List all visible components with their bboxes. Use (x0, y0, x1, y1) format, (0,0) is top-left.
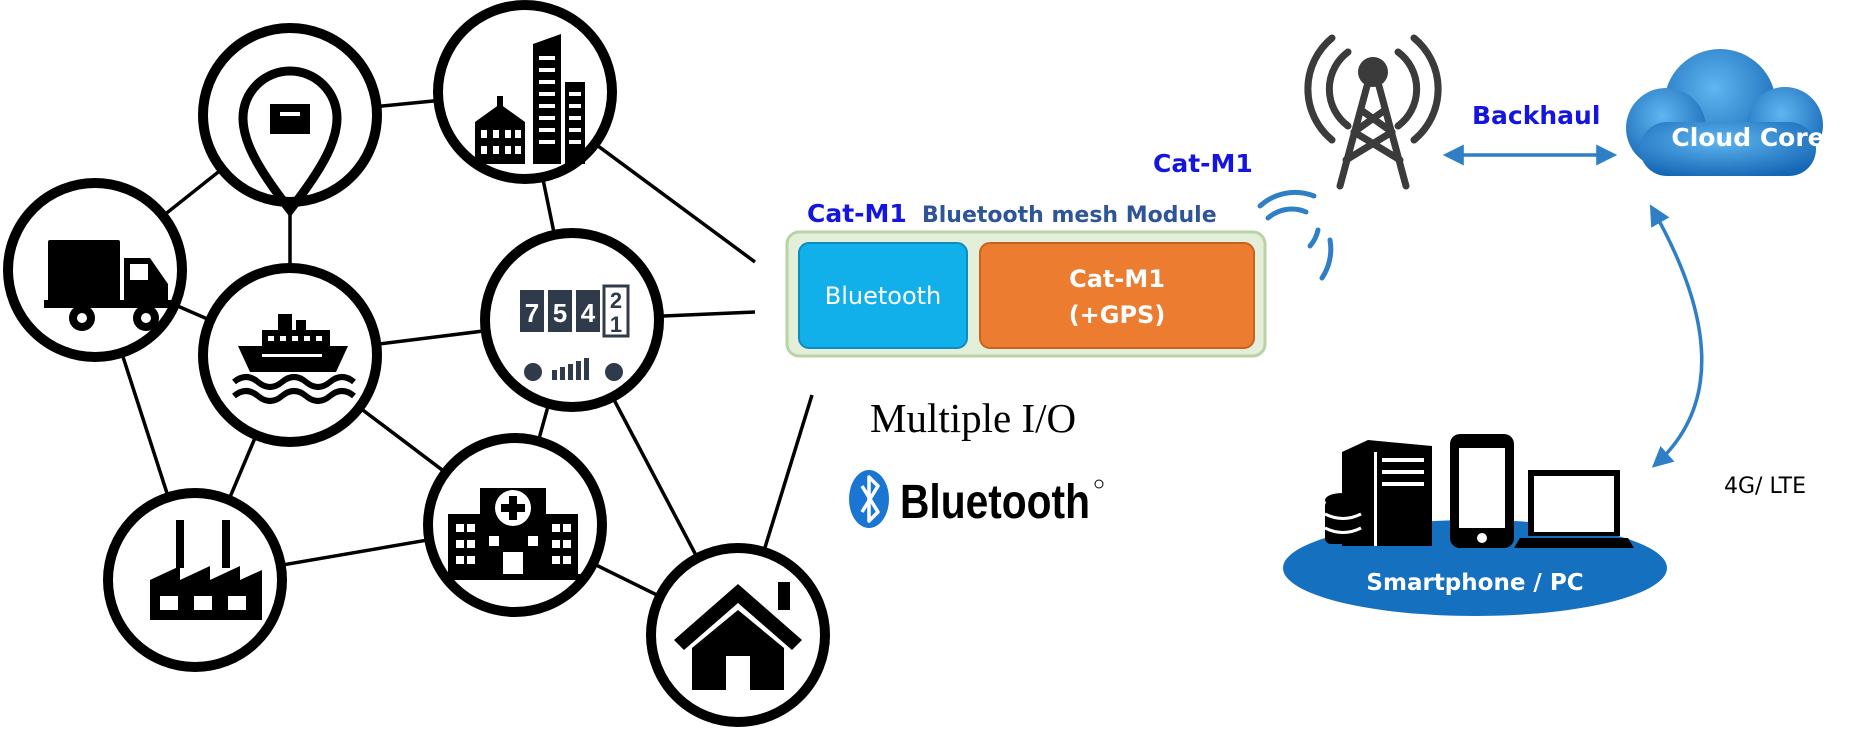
truck-icon (44, 240, 172, 331)
location-node (198, 23, 382, 218)
cloud-icon (1626, 49, 1823, 176)
truck-node (3, 178, 187, 362)
home-icon (674, 582, 802, 690)
city-node (433, 0, 617, 184)
devices-label: Smartphone / PC (1366, 570, 1583, 596)
multiple-io-label: Multiple I/O (870, 395, 1076, 441)
smartphone-icon (1450, 434, 1514, 548)
server-icon (1324, 440, 1432, 546)
catm1-link-label: Cat-M1 (1153, 149, 1253, 178)
hospital-node (423, 433, 607, 617)
meter-digit: 4 (581, 298, 596, 328)
ship-icon (232, 314, 356, 404)
lte-arrow (1649, 204, 1704, 468)
catm1-chip (979, 242, 1255, 349)
city-buildings-icon (475, 34, 585, 164)
meter-digit: 7 (525, 298, 539, 328)
cloud-core-label: Cloud Core (1671, 123, 1824, 152)
utility-meter-icon: 7 5 4 2 1 (520, 284, 630, 381)
meter-digit: 5 (553, 298, 567, 328)
meter-digit-rolling: 1 (610, 312, 622, 337)
bluetooth-logo: Bluetooth (849, 470, 1104, 529)
catm1-chip-gps-label: (+GPS) (1069, 301, 1166, 329)
home-node (646, 543, 830, 727)
meter-node: 7 5 4 2 1 (480, 228, 664, 412)
module-prefix-label: Cat-M1 (807, 199, 907, 228)
devices-platform: Smartphone / PC (1283, 434, 1667, 616)
cloud-core: Cloud Core (1626, 49, 1825, 176)
lte-label: 4G/ LTE (1724, 474, 1806, 499)
laptop-icon (1514, 470, 1634, 548)
bluetooth-chip (798, 242, 968, 349)
factory-icon (150, 520, 262, 620)
factory-node (103, 488, 287, 672)
catm1-chip-label: Cat-M1 (1069, 265, 1165, 293)
bluetooth-logo-text: Bluetooth (900, 476, 1090, 529)
bluetooth-chip-label: Bluetooth (825, 282, 942, 310)
ship-node (198, 263, 382, 447)
location-pin-icon (238, 66, 342, 218)
bluetooth-logo-icon (849, 470, 889, 528)
hospital-icon (442, 488, 584, 580)
cell-tower-icon (1304, 34, 1442, 190)
backhaul-label: Backhaul (1472, 101, 1600, 130)
module-title-label: Bluetooth mesh Module (922, 203, 1217, 228)
bluetooth-mesh-module: Cat-M1 Bluetooth mesh Module Bluetooth C… (785, 199, 1267, 358)
meter-digit: 2 (610, 288, 622, 313)
radio-waves-icon (1257, 189, 1334, 281)
